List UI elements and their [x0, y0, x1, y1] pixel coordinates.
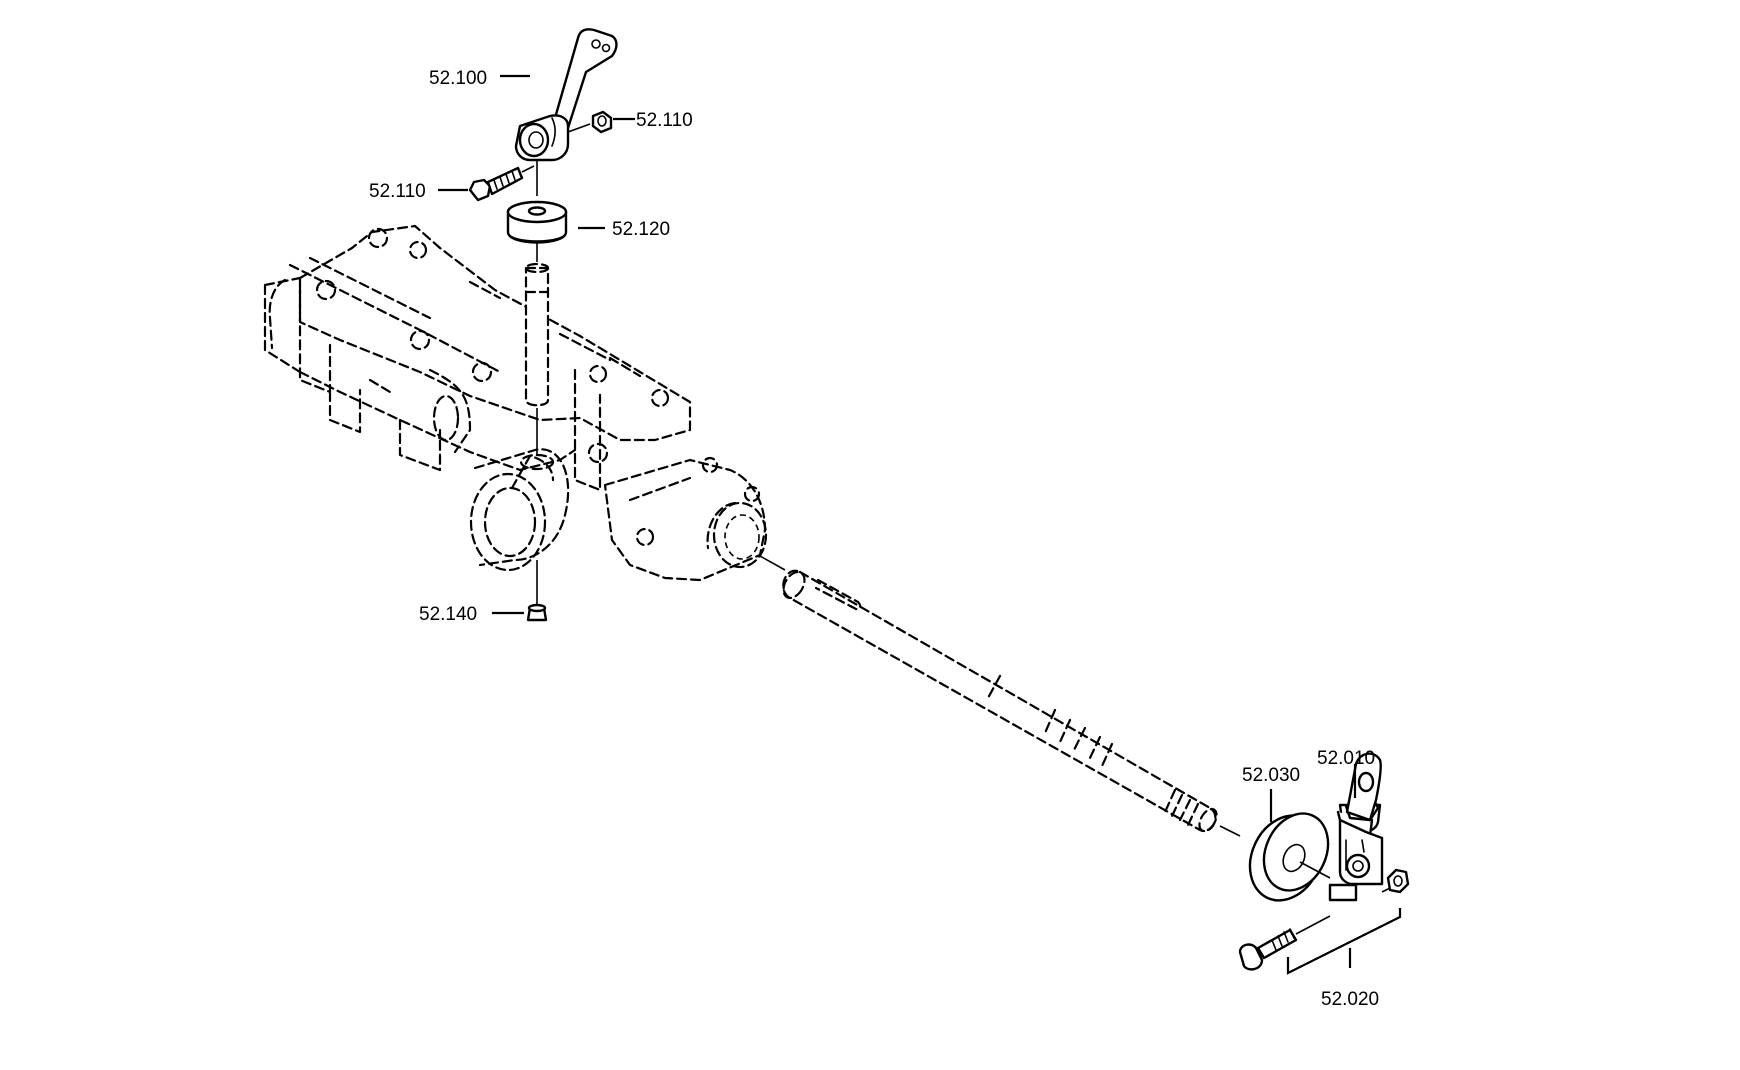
gearbox-housing: [263, 224, 692, 492]
callout-52-100: 52.100: [429, 68, 487, 89]
callout-52-020: 52.020: [1321, 989, 1379, 1010]
shift-lever: [514, 28, 618, 196]
bolt: [468, 165, 535, 202]
callout-52-140: 52.140: [419, 604, 477, 625]
callout-52-110-nut: 52.110: [636, 110, 693, 131]
clamp-bolt: [1238, 915, 1331, 971]
leader-lines: [438, 74, 1402, 975]
callout-52-110-bolt: 52.110: [369, 181, 426, 202]
selector-shaft: [759, 555, 1241, 837]
clamp-nut: [1381, 868, 1410, 894]
callout-52-120: 52.120: [612, 219, 670, 240]
nut: [567, 110, 613, 134]
shaft-bore: [469, 448, 570, 572]
callout-52-010: 52.010: [1317, 748, 1375, 769]
plug: [526, 560, 548, 622]
shaft-seal: [1248, 812, 1331, 902]
selector-lever: [1328, 752, 1384, 902]
housing-flange: [603, 456, 768, 582]
seal-cap: [506, 200, 568, 244]
shift-rod: [519, 212, 555, 471]
callout-52-030: 52.030: [1242, 765, 1300, 786]
